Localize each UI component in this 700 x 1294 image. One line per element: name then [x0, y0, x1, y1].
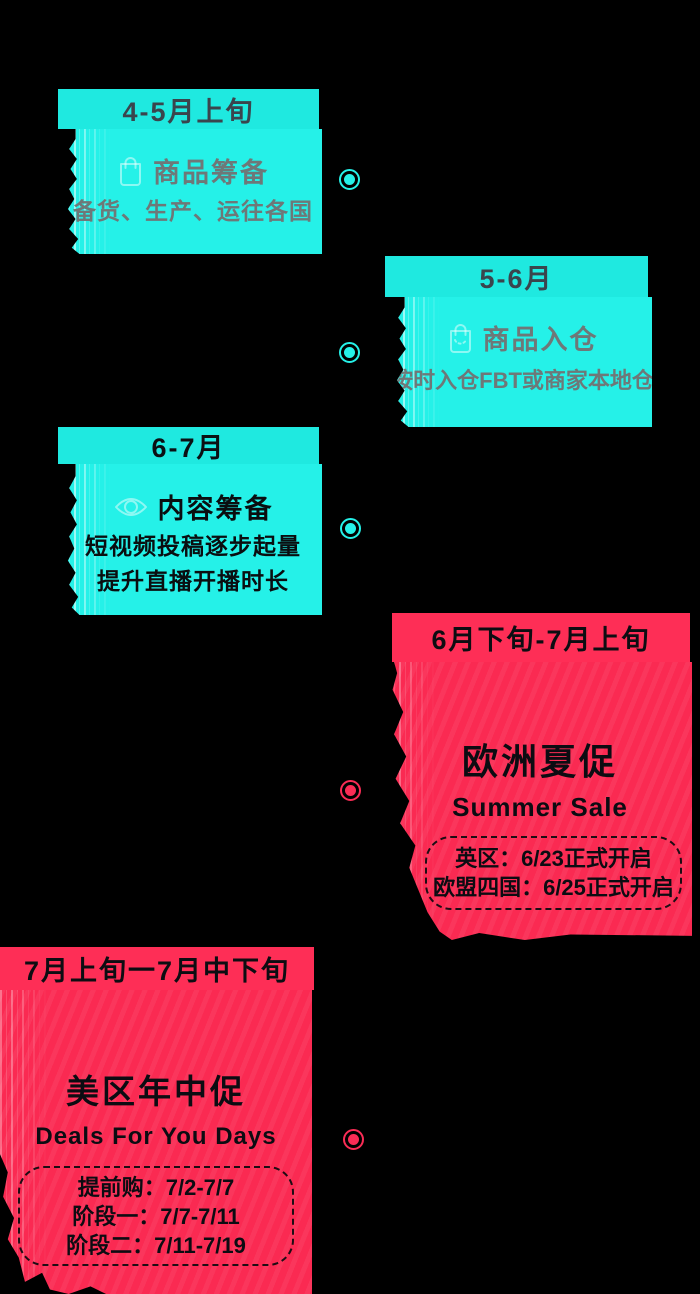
dot-core	[345, 523, 356, 534]
eye-icon	[114, 497, 147, 516]
card-title: 商品筹备	[153, 158, 269, 188]
card-subtitle: Deals For You Days	[35, 1123, 277, 1150]
card-title: 欧洲夏促	[461, 741, 618, 782]
dot-core	[348, 1134, 359, 1145]
period-label: 5-6月	[479, 264, 554, 294]
schedule-line-2: 欧盟四国：6/25正式开启	[433, 875, 674, 900]
card-subtitle: 备货、生产、运往各国	[73, 198, 313, 224]
period-label: 6-7月	[151, 433, 226, 463]
period-badge-eu-summer-sale: 6月下旬-7月上旬	[392, 613, 690, 662]
timeline-dot-4	[340, 780, 361, 801]
schedule-line-1: 提前购：7/2-7/7	[77, 1174, 235, 1200]
schedule-line-1: 英区：6/23正式开启	[455, 846, 652, 871]
shopping-bag-icon	[120, 157, 141, 186]
card-title: 内容筹备	[157, 494, 274, 524]
card-title: 美区年中促	[66, 1073, 246, 1110]
card-subtitle-line-2: 提升直播开播时长	[97, 568, 289, 594]
shopping-bag-icon	[449, 324, 471, 353]
card-title: 商品入仓	[482, 325, 599, 355]
card-subtitle: 按时入仓FBT或商家本地仓	[391, 368, 654, 393]
dot-core	[344, 347, 355, 358]
period-label: 4-5月上旬	[122, 96, 255, 127]
card-subtitle: Summer Sale	[452, 792, 628, 822]
schedule-box: 英区：6/23正式开启 欧盟四国：6/25正式开启	[425, 836, 682, 910]
card-goods-preparation: 商品筹备 备货、生产、运往各国	[67, 129, 322, 254]
schedule-box: 提前购：7/2-7/7 阶段一：7/7-7/11 阶段二：7/11-7/19	[18, 1166, 294, 1266]
card-content-preparation: 内容筹备 短视频投稿逐步起量 提升直播开播时长	[67, 464, 322, 615]
dot-core	[345, 785, 356, 796]
schedule-line-3: 阶段二：7/11-7/19	[66, 1232, 246, 1258]
dot-core	[344, 174, 355, 185]
timeline-dot-1	[339, 169, 360, 190]
period-badge-us-deals: 7月上旬一7月中下旬	[0, 947, 314, 990]
period-badge-goods-preparation: 4-5月上旬	[58, 89, 319, 129]
timeline-dot-5	[343, 1129, 364, 1150]
card-eu-summer-sale: 欧洲夏促 Summer Sale 英区：6/23正式开启 欧盟四国：6/25正式…	[392, 662, 692, 940]
timeline-dot-2	[339, 342, 360, 363]
timeline-dot-3	[340, 518, 361, 539]
period-label: 6月下旬-7月上旬	[431, 625, 651, 655]
period-badge-goods-inbound: 5-6月	[385, 256, 648, 297]
card-us-deals: 美区年中促 Deals For You Days 提前购：7/2-7/7 阶段一…	[0, 990, 312, 1294]
period-label: 7月上旬一7月中下旬	[23, 956, 291, 986]
card-subtitle-line-1: 短视频投稿逐步起量	[85, 533, 301, 559]
schedule-line-2: 阶段一：7/7-7/11	[72, 1203, 240, 1229]
period-badge-content-preparation: 6-7月	[58, 427, 319, 464]
card-goods-inbound: 商品入仓 按时入仓FBT或商家本地仓	[391, 297, 654, 427]
